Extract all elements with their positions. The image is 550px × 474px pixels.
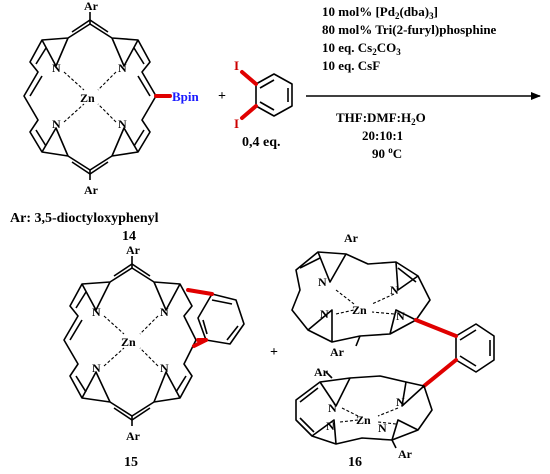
- iodine-bottom: I: [234, 116, 239, 131]
- p16-lower-ar-top: Ar: [314, 365, 329, 379]
- p15-n-bottomright: N: [160, 361, 169, 375]
- condition-catalyst: 10 mol% [Pd2(dba)3]: [322, 4, 438, 21]
- iodine-top: I: [234, 58, 239, 73]
- condition-solvent: THF:DMF:H2O: [336, 110, 426, 127]
- condition-base-cs2co3: 10 eq. Cs2CO3: [322, 40, 401, 57]
- diiodobenzene-equivalents: 0,4 eq.: [242, 135, 281, 150]
- product-15-structure: [63, 256, 245, 426]
- p15-n-topright: N: [160, 305, 169, 319]
- p14-zn-label: Zn: [80, 91, 95, 105]
- porphyrin-14-structure: [23, 12, 172, 180]
- p16-lower-n-4: N: [378, 421, 387, 435]
- condition-solvent-ratio: 20:10:1: [362, 128, 403, 143]
- p14-ar-top-label: Ar: [84, 0, 99, 13]
- p15-n-bottomleft: N: [92, 361, 101, 375]
- condition-ligand: 80 mol% Tri(2-furyl)phosphine: [322, 22, 497, 37]
- plus-sign-reactants: +: [218, 89, 226, 104]
- condition-base-csf: 10 eq. CsF: [322, 58, 380, 73]
- p15-zn-label: Zn: [121, 335, 136, 349]
- p14-ar-bottom-label: Ar: [84, 183, 99, 197]
- p14-n-topleft: N: [52, 61, 61, 75]
- p16-lower-n-3: N: [326, 419, 335, 433]
- plus-sign-products: +: [270, 345, 278, 360]
- compound-number-16: 16: [348, 455, 362, 470]
- compound-number-15: 15: [124, 455, 138, 470]
- product-16-structure: [291, 251, 495, 449]
- p16-upper-n-1: N: [318, 275, 327, 289]
- p16-lower-ar-bottom: Ar: [398, 447, 413, 461]
- bpin-label: Bpin: [172, 89, 200, 104]
- p14-n-bottomleft: N: [52, 117, 61, 131]
- p16-upper-ar-top: Ar: [344, 231, 359, 245]
- p16-upper-n-4: N: [396, 309, 405, 323]
- p16-lower-n-2: N: [396, 395, 405, 409]
- p16-upper-zn: Zn: [352, 303, 367, 317]
- p14-n-topright: N: [118, 61, 127, 75]
- p15-ar-top-label: Ar: [126, 243, 141, 257]
- compound-number-14: 14: [122, 229, 136, 244]
- p16-upper-n-3: N: [320, 307, 329, 321]
- p15-ar-bottom-label: Ar: [126, 429, 141, 443]
- p16-lower-n-1: N: [328, 401, 337, 415]
- p14-n-bottomright: N: [118, 117, 127, 131]
- p16-lower-zn: Zn: [356, 413, 371, 427]
- p16-upper-ar-bottom: Ar: [330, 345, 345, 359]
- diiodobenzene-structure: [240, 70, 293, 120]
- condition-temperature: 90 oC: [372, 145, 402, 161]
- p15-n-topleft: N: [92, 305, 101, 319]
- ar-definition: Ar: 3,5-dioctyloxyphenyl: [10, 211, 159, 226]
- p16-upper-n-2: N: [390, 283, 399, 297]
